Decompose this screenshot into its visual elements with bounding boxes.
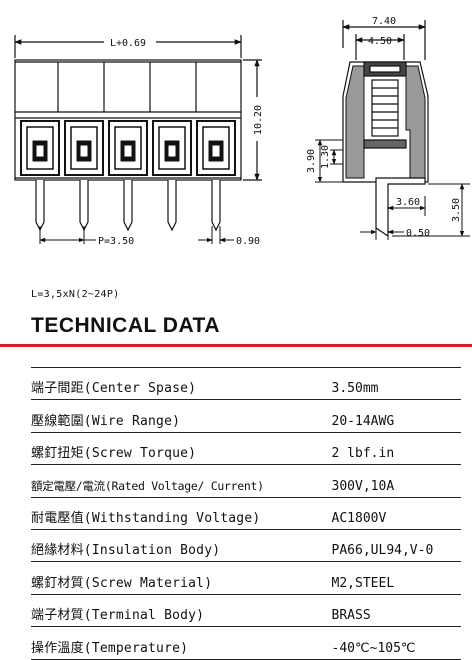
side-view (342, 20, 429, 238)
spec-value: -40℃~105℃ (321, 626, 461, 660)
wire-opening (152, 120, 192, 176)
spec-value: 2 lbf.in (321, 432, 461, 466)
dim-width-label: 7.40 (372, 16, 396, 27)
wire-opening (196, 120, 236, 176)
spec-label: 壓線範圍(Wire Range) (31, 399, 322, 433)
table-row: 螺釘材質(Screw Material) M2,STEEL (31, 561, 461, 595)
spec-value: BRASS (321, 594, 461, 628)
spec-value: M2,STEEL (321, 561, 461, 595)
table-row: 端子材質(Terminal Body) BRASS (31, 594, 461, 628)
dim-height-label: 10.20 (253, 105, 264, 135)
pin (211, 180, 221, 232)
dim-pitch-label: P=3.50 (98, 236, 134, 247)
spec-label: 絕緣材料(Insulation Body) (31, 529, 322, 563)
wire-opening (108, 120, 148, 176)
dim-length-label: L+0.69 (110, 38, 146, 49)
spec-label: 額定電壓/電流(Rated Voltage/ Current) (31, 464, 322, 498)
table-row: 操作溫度(Temperature) -40℃~105℃ (31, 626, 461, 660)
table-row: 額定電壓/電流(Rated Voltage/ Current) 300V,10A (31, 464, 461, 498)
spec-label: 端子間距(Center Spase) (31, 366, 322, 401)
wire-opening (64, 120, 104, 176)
spec-value: 20-14AWG (321, 399, 461, 433)
dim-foot-label: 3.60 (396, 197, 420, 208)
dim-foot-pin-label: 0.50 (406, 228, 430, 239)
table-row: 壓線範圍(Wire Range) 20-14AWG (31, 399, 461, 433)
dim-pin-label: 0.90 (236, 236, 260, 247)
section-heading: TECHNICAL DATA (31, 314, 220, 337)
technical-drawing: L+0.69 10.20 P=3.50 0.90 7.40 4.50 3.90 … (14, 16, 470, 247)
spec-label: 螺釘扭矩(Screw Torque) (31, 432, 322, 466)
spec-value: 300V,10A (321, 464, 461, 498)
table-row: 絕緣材料(Insulation Body) PA66,UL94,V-0 (31, 529, 461, 563)
wire-openings (20, 120, 236, 176)
table-row: 耐電壓值(Withstanding Voltage) AC1800V (31, 497, 461, 530)
pin (35, 180, 45, 232)
spec-label: 端子材質(Terminal Body) (31, 594, 322, 628)
dim-side-a-label: 3.90 (306, 149, 317, 173)
pin (79, 180, 89, 232)
pin (123, 180, 133, 232)
wire-opening (20, 120, 60, 176)
spec-label: 操作溫度(Temperature) (31, 626, 322, 660)
dim-pin-len-label: 3.50 (451, 198, 462, 222)
pin (167, 180, 177, 232)
dim-opening-label: 4.50 (368, 36, 392, 47)
pole-length-formula: L=3,5xN(2~24P) (31, 289, 120, 300)
spec-value: PA66,UL94,V-0 (321, 529, 461, 563)
spec-table: 端子間距(Center Spase) 3.50mm 壓線範圍(Wire Rang… (31, 366, 461, 660)
spec-label: 螺釘材質(Screw Material) (31, 561, 322, 595)
table-row: 端子間距(Center Spase) 3.50mm (31, 366, 461, 401)
table-row: 螺釘扭矩(Screw Torque) 2 lbf.in (31, 432, 461, 466)
spec-label: 耐電壓值(Withstanding Voltage) (31, 497, 322, 530)
dim-side-b-label: 1.30 (320, 145, 331, 169)
pins (35, 180, 221, 232)
spec-value: AC1800V (321, 497, 461, 530)
spec-value: 3.50mm (321, 366, 461, 401)
heading-underline (0, 344, 472, 347)
